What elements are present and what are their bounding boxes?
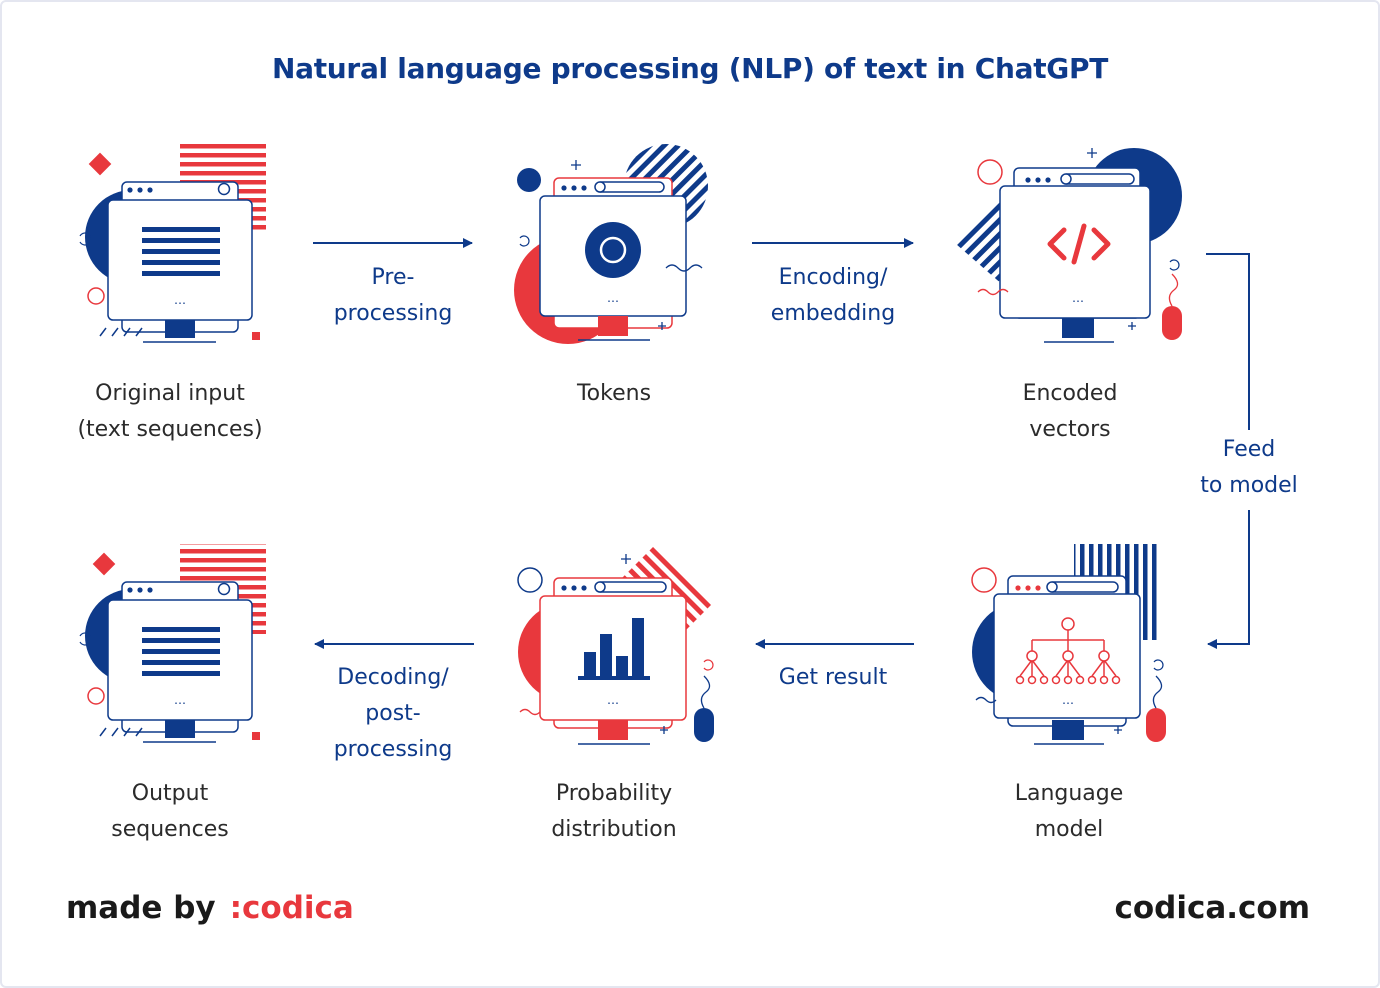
- svg-text:…: …: [607, 693, 619, 707]
- edge-label-encoding: Encoding/embedding: [770, 265, 896, 326]
- codica-logo: :codica: [229, 890, 354, 926]
- page-title: Natural language processing (NLP) of tex…: [271, 52, 1109, 85]
- document-lines-icon: [142, 627, 220, 676]
- edge-feed-to-model-arrow: [1206, 253, 1250, 649]
- node-language-model-illustration: …: [971, 544, 1166, 745]
- svg-text:…: …: [174, 293, 186, 307]
- document-lines-icon: [142, 227, 220, 276]
- network-tree-icon: [1015, 617, 1121, 685]
- node-output-sequences-illustration: …: [79, 544, 266, 743]
- svg-text:…: …: [607, 291, 619, 305]
- bar-chart-icon: [578, 618, 650, 680]
- node-tokens-illustration: …: [514, 144, 708, 344]
- svg-text:…: …: [174, 693, 186, 707]
- edge-label-decoding: Decoding/post-processing: [333, 665, 453, 762]
- svg-text:…: …: [1062, 693, 1074, 707]
- edge-label-get-result: Get result: [778, 665, 888, 690]
- node-probability-distribution-illustration: …: [517, 544, 714, 745]
- footer-site-link[interactable]: codica.com: [1114, 890, 1310, 926]
- made-by-text: made by: [66, 890, 216, 926]
- svg-text:…: …: [1072, 291, 1084, 305]
- footer-made-by: made by :codica: [66, 890, 354, 926]
- code-brackets-icon: [1047, 223, 1111, 265]
- node-label-original-input: Original input(text sequences): [77, 381, 263, 442]
- target-circle-icon: [585, 222, 641, 278]
- node-original-input-illustration: …: [79, 144, 266, 343]
- edge-label-preprocessing: Pre-processing: [333, 265, 453, 326]
- node-label-tokens: Tokens: [576, 381, 652, 406]
- node-encoded-vectors-illustration: …: [956, 148, 1182, 343]
